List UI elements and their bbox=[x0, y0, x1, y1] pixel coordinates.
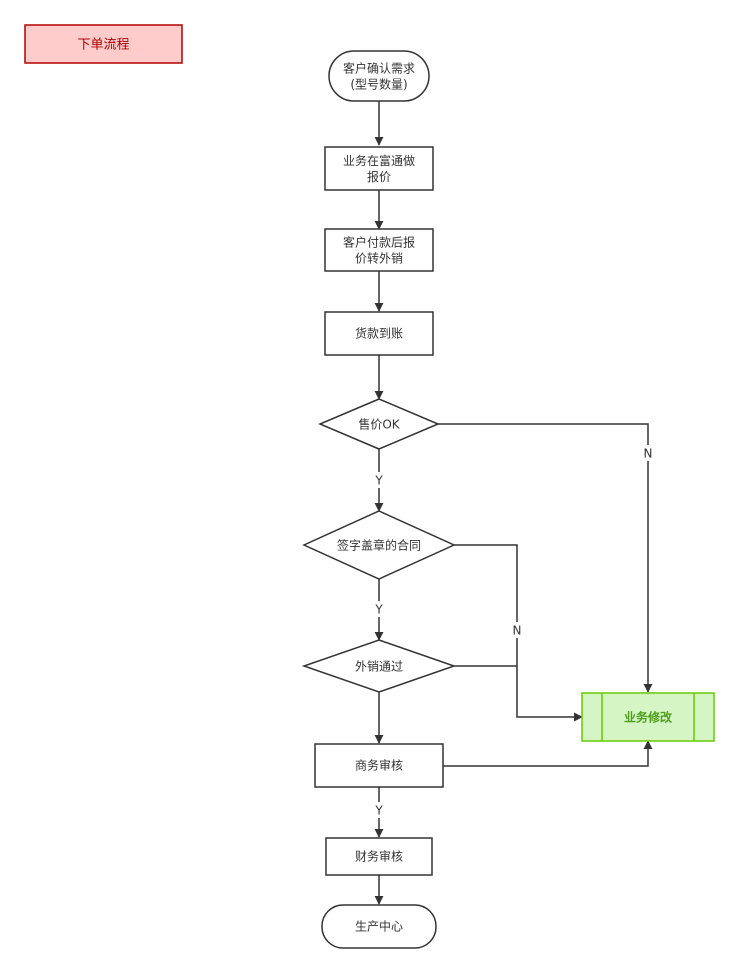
node-d2-shape bbox=[302, 510, 456, 580]
node-n5-shape bbox=[314, 743, 444, 788]
title-tag-label: 下单流程 bbox=[77, 38, 129, 53]
node-n4-shape bbox=[324, 311, 434, 356]
node-d3-label: 外销通过 bbox=[355, 660, 403, 674]
node-n6-label: 财务审核 bbox=[355, 849, 403, 864]
node-sub-shape bbox=[581, 692, 715, 742]
node-n2-label-1: 业务在富通做 bbox=[343, 153, 415, 168]
edge-d1-sub bbox=[438, 423, 653, 693]
node-n5-label: 商务审核 bbox=[355, 758, 403, 773]
node-n3-label-1: 客户付款后报 bbox=[343, 235, 415, 250]
edge-label-d2-no: N bbox=[513, 624, 522, 638]
node-n6-shape bbox=[325, 837, 433, 876]
node-labels: 客户确认需求 (型号数量) 业务在富通做 报价 客户付款后报 价转外销 货款到账… bbox=[337, 61, 673, 934]
node-n3-shape bbox=[324, 228, 434, 272]
title-tag: 下单流程 bbox=[24, 24, 183, 64]
edge-label-n5-yes: Y bbox=[374, 804, 383, 818]
node-n2-label-2: 报价 bbox=[367, 169, 391, 184]
edge-labels: Y N Y N Y bbox=[372, 445, 655, 818]
node-d1-shape bbox=[318, 398, 440, 450]
node-n1-label-2: (型号数量) bbox=[350, 77, 407, 92]
edge-label-d1-no: N bbox=[644, 447, 653, 461]
node-d2-label: 签字盖章的合同 bbox=[337, 538, 421, 553]
edge-label-d1-yes: Y bbox=[374, 474, 383, 488]
node-n2-shape bbox=[324, 146, 434, 191]
edge-label-d2-yes: Y bbox=[374, 603, 383, 617]
node-n1-shape bbox=[328, 50, 430, 102]
node-n7-shape bbox=[321, 904, 437, 949]
node-n4-label: 货款到账 bbox=[355, 326, 403, 341]
node-sub-label: 业务修改 bbox=[624, 710, 673, 725]
nodes bbox=[301, 50, 715, 949]
edge-n5-sub bbox=[443, 740, 653, 767]
node-d1-label: 售价OK bbox=[358, 417, 400, 432]
node-d3-shape bbox=[301, 639, 457, 693]
node-n3-label-2: 价转外销 bbox=[355, 251, 403, 266]
node-n1-label-1: 客户确认需求 bbox=[343, 61, 415, 76]
node-n7-label: 生产中心 bbox=[355, 919, 403, 934]
